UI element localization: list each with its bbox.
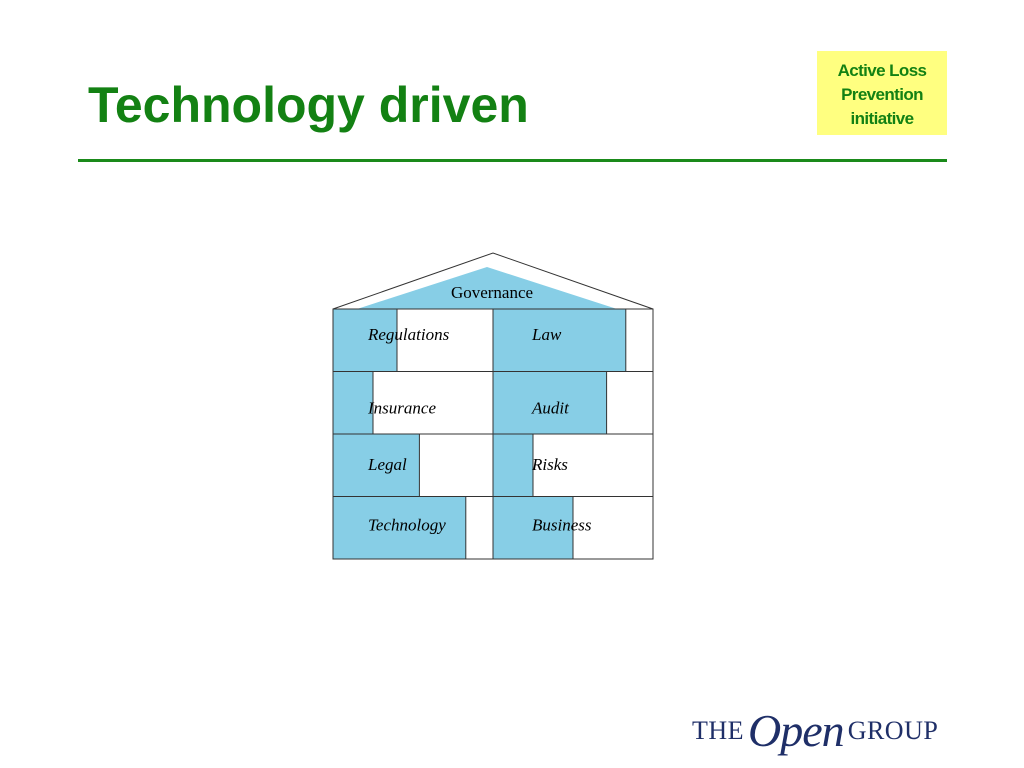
block-fill-law — [492, 308, 627, 372]
block-label-business: Business — [532, 516, 592, 535]
house-roof: Governance — [332, 252, 654, 310]
block-label-law: Law — [531, 325, 562, 344]
block-fill-business — [492, 496, 574, 560]
badge-line-3: initiative — [850, 109, 915, 128]
badge-line-1: Active Loss — [837, 61, 927, 80]
block-label-regulations: Regulations — [367, 325, 450, 344]
logo-open: Open — [748, 705, 845, 756]
block-fill-insurance — [332, 371, 374, 435]
block-label-audit: Audit — [531, 399, 570, 418]
block-fill-risks — [492, 433, 534, 497]
initiative-badge: Active Loss Prevention initiative — [817, 51, 947, 135]
roof-governance-label: Governance — [451, 283, 533, 302]
badge-line-2: Prevention — [841, 85, 923, 104]
page-title: Technology driven — [88, 77, 529, 133]
block-fill-audit — [492, 371, 608, 435]
logo-group: GROUP — [847, 715, 939, 745]
title-underline — [78, 159, 947, 162]
block-fill-legal — [332, 433, 420, 497]
block-label-technology: Technology — [368, 516, 446, 535]
block-label-risks: Risks — [531, 455, 568, 474]
block-label-legal: Legal — [367, 455, 407, 474]
logo-the: THE — [692, 715, 745, 745]
roof-governance-fill — [357, 267, 617, 309]
block-fill-technology — [332, 496, 467, 560]
block-label-insurance: Insurance — [367, 399, 436, 418]
